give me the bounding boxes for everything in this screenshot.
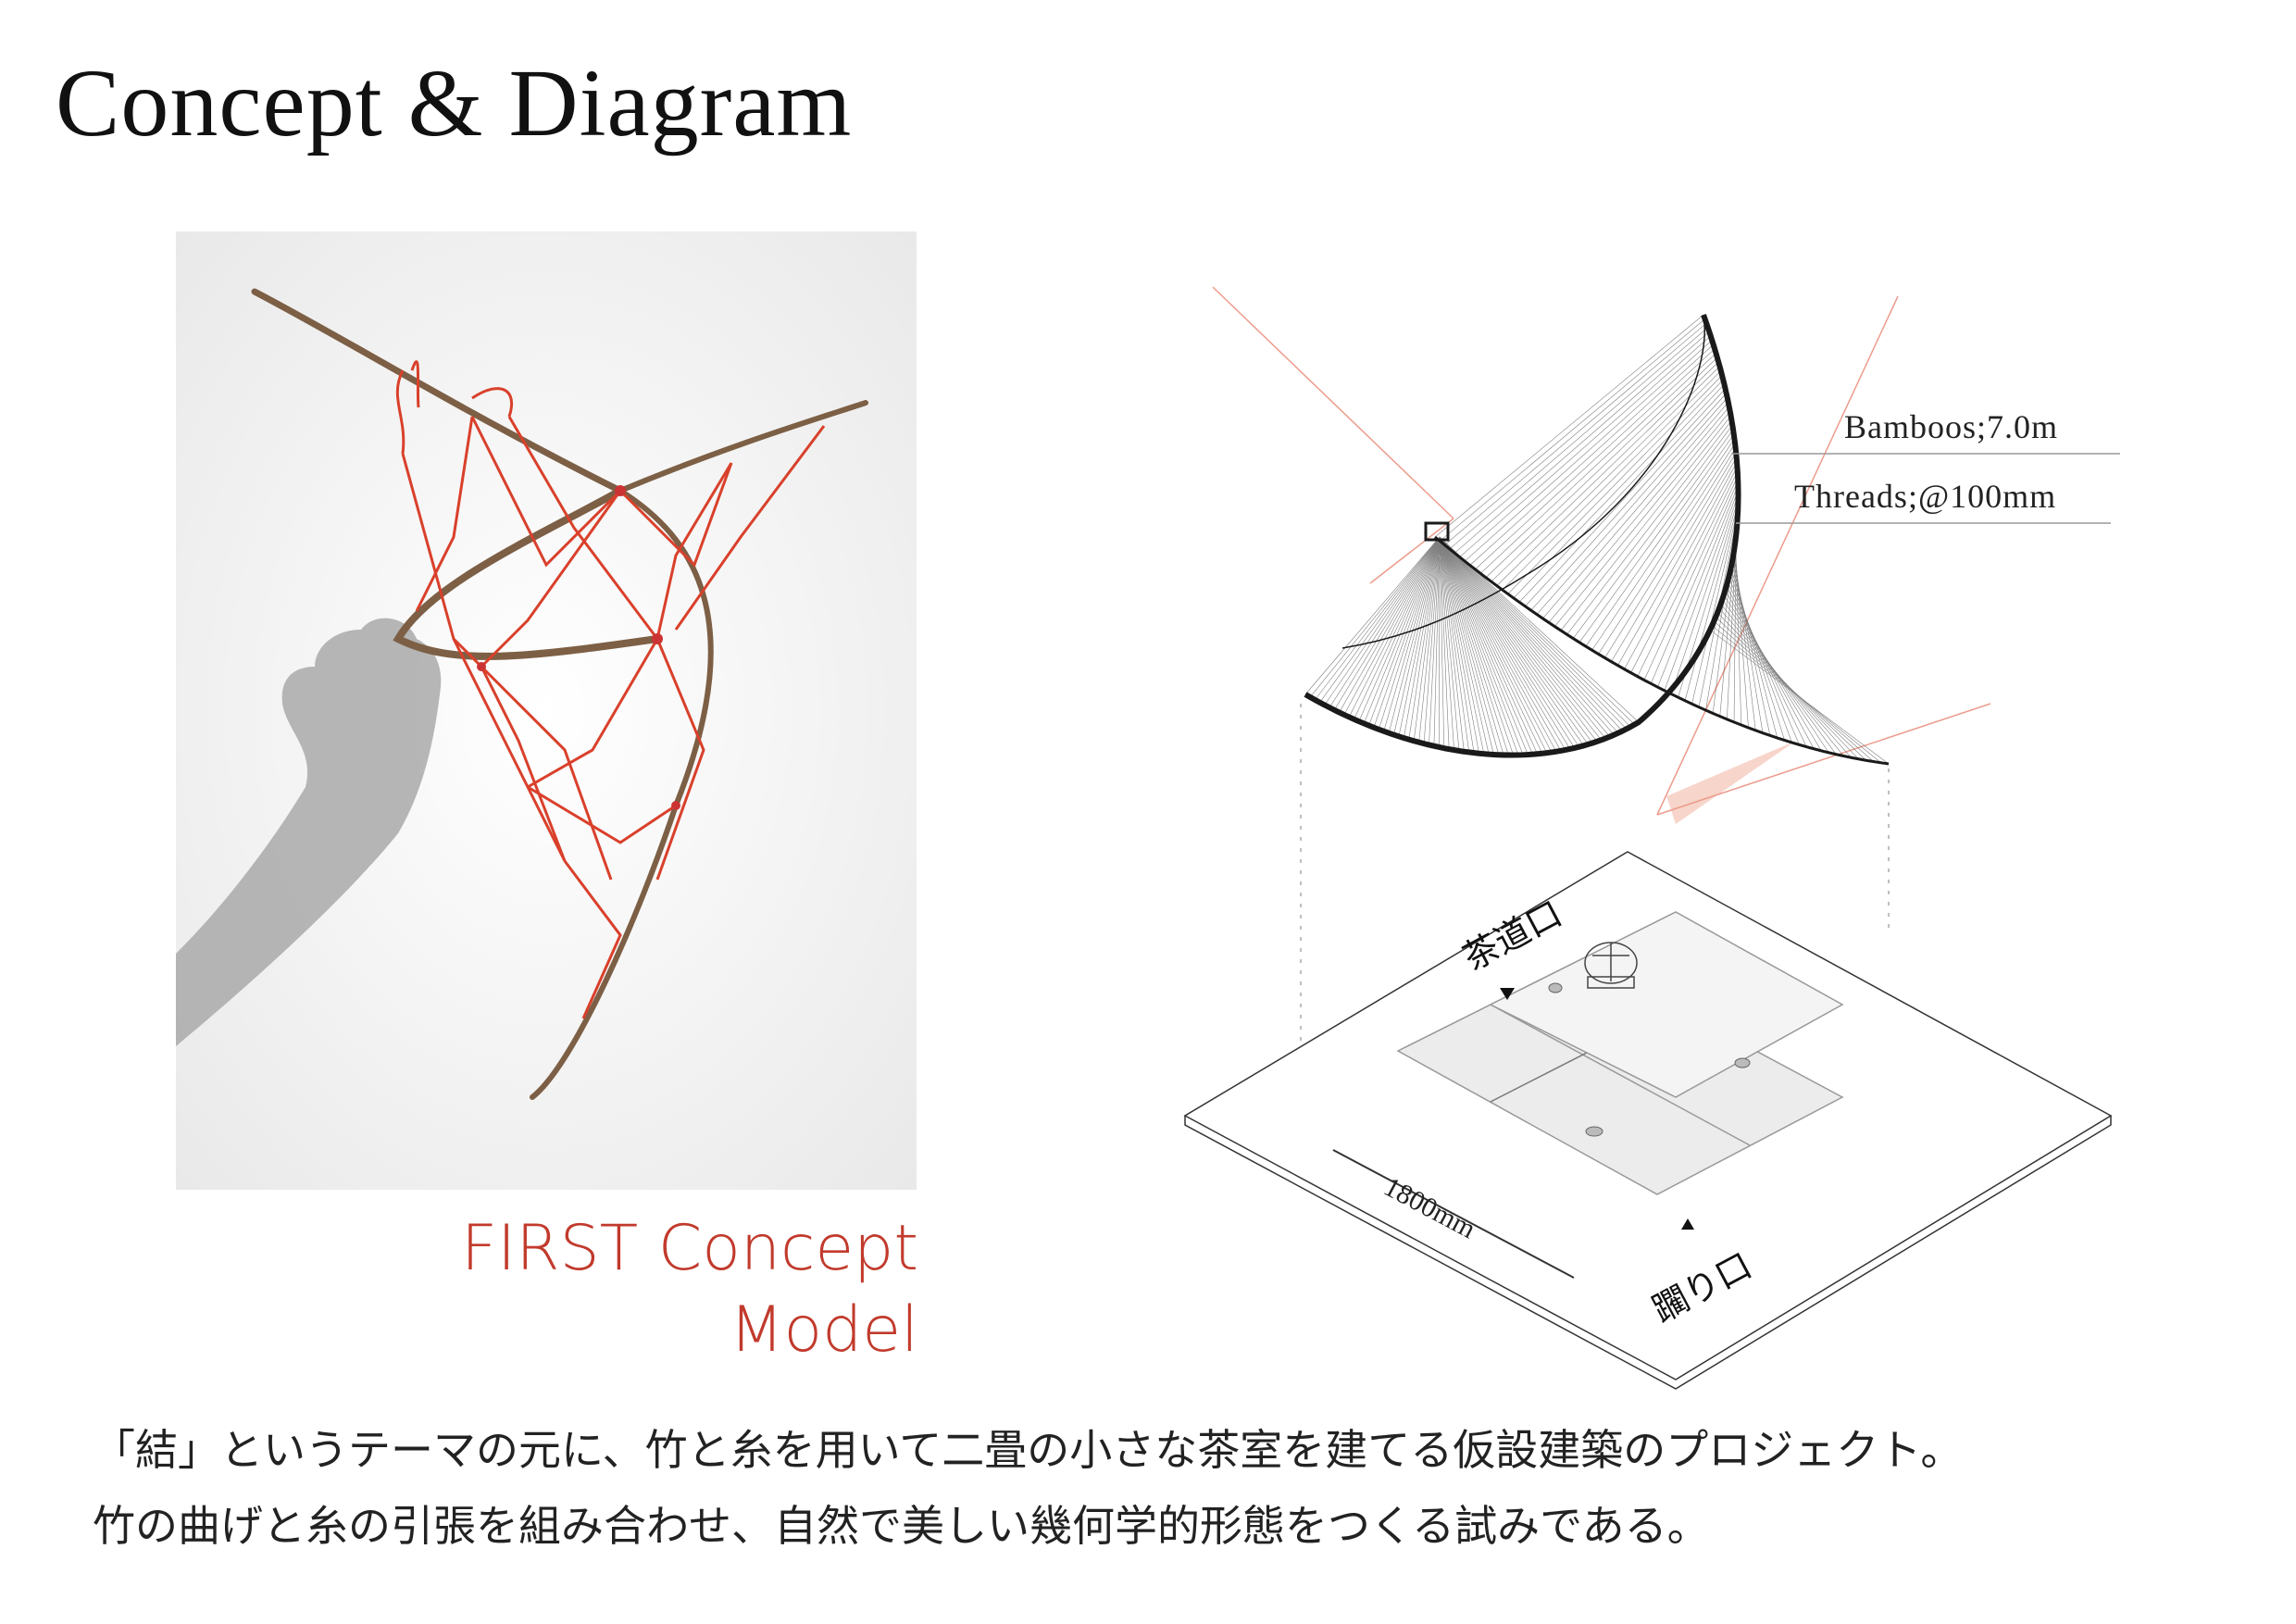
entrance-arrows (1500, 988, 1694, 1230)
caption-line-2: Model (729, 1293, 918, 1367)
project-description: 「結」というテーマの元に、竹と糸を用いて二畳の小さな茶室を建てる仮設建築のプロジ… (93, 1412, 2277, 1564)
description-line-1: 「結」というテーマの元に、竹と糸を用いて二畳の小さな茶室を建てる仮設建築のプロジ… (93, 1425, 1964, 1475)
tatami-mats (1396, 911, 1844, 1195)
thread-knots (477, 485, 680, 810)
axonometric-diagram: Bamboos;7.0m Threads;@100mm 茶道口 躙り口 1800… (1065, 259, 2231, 1407)
hand-silhouette (176, 618, 442, 1046)
guide-lines (1212, 286, 1991, 824)
tea-bowl-icons (1548, 982, 1751, 1137)
caption-line-1: FIRST Concept (461, 1212, 918, 1285)
thread-web (1304, 314, 1890, 765)
thread-label: Threads;@100mm (1794, 478, 2057, 515)
tea-kettle-icon (1584, 942, 1638, 989)
photo-caption: FIRST Concept Model (461, 1208, 918, 1371)
bamboo-label: Bamboos;7.0m (1844, 408, 2059, 445)
dimension-line (1332, 1149, 1575, 1279)
page-title: Concept & Diagram (56, 50, 853, 156)
description-line-2: 竹の曲げと糸の引張を組み合わせ、自然で美しい幾何学的形態をつくる試みである。 (93, 1501, 1710, 1551)
label-leaders (1731, 453, 2120, 524)
concept-model-photo (176, 231, 917, 1190)
thread-network (395, 360, 826, 1019)
bamboo-curves (1304, 313, 1890, 766)
